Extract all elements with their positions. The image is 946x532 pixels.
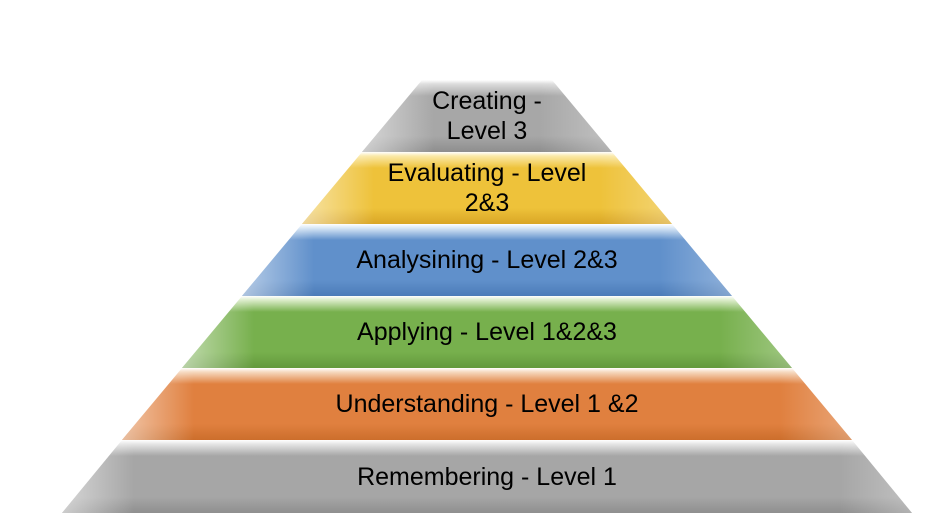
pyramid-level-label: Applying - Level 1&2&3	[357, 318, 617, 346]
pyramid-level-remembering: Remembering - Level 1	[62, 440, 912, 513]
pyramid-level-label: Remembering - Level 1	[357, 462, 617, 491]
pyramid-level-label: Analysining - Level 2&3	[356, 246, 618, 274]
pyramid-level-evaluating: Evaluating - Level 2&3	[302, 152, 672, 224]
pyramid-level-creating: Creating - Level 3	[362, 80, 612, 152]
pyramid-level-label: Creating - Level 3	[432, 87, 542, 145]
pyramid-level-label: Understanding - Level 1 &2	[335, 390, 639, 418]
pyramid-level-understanding: Understanding - Level 1 &2	[122, 368, 852, 440]
pyramid-level-label: Evaluating - Level 2&3	[387, 159, 587, 217]
pyramid-level-applying: Applying - Level 1&2&3	[182, 296, 792, 368]
pyramid-level-analysining: Analysining - Level 2&3	[242, 224, 732, 296]
